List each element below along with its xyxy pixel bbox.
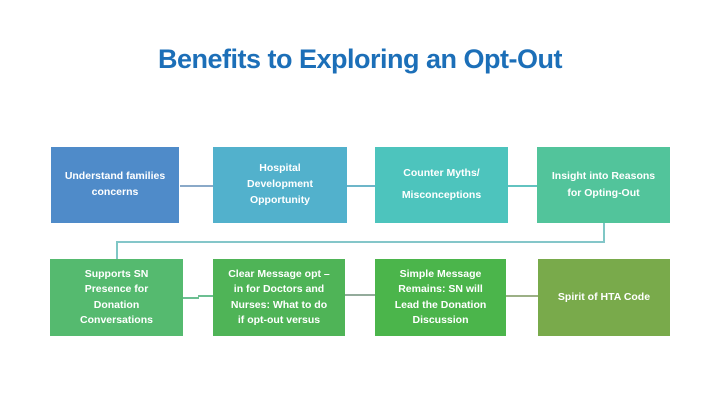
diagram-box-spirit-of-hta-code: Spirit of HTA Code <box>538 259 670 336</box>
connector-line <box>508 185 537 187</box>
connector-line <box>183 297 199 299</box>
diagram-box-insight-into-reasons: Insight into Reasons for Opting-Out <box>537 147 670 223</box>
diagram-box-hospital-development: Hospital Development Opportunity <box>213 147 347 223</box>
connector-line <box>198 295 213 297</box>
box-label: Insight into Reasons for Opting-Out <box>551 169 656 199</box>
box-label: Understand families concerns <box>64 170 166 198</box>
diagram-box-clear-message-opt-in: Clear Message opt – in for Doctors and N… <box>213 259 345 336</box>
connector-line <box>506 295 538 297</box>
connector-elbow-vertical <box>603 223 605 243</box>
connector-line <box>180 185 213 187</box>
box-label: Simple Message Remains: SN will Lead the… <box>394 268 487 326</box>
box-label: Supports SN Presence for Donation Conver… <box>80 268 153 326</box>
diagram-box-understand-families: Understand families concerns <box>51 147 179 223</box>
connector-line <box>347 185 375 187</box>
diagram-box-supports-sn-presence: Supports SN Presence for Donation Conver… <box>50 259 183 336</box>
box-label: Hospital Development Opportunity <box>247 162 313 206</box>
slide-title: Benefits to Exploring an Opt-Out <box>158 44 563 74</box>
box-label: Counter Myths/ Misconceptions <box>401 167 482 201</box>
diagram-box-simple-message-remains: Simple Message Remains: SN will Lead the… <box>375 259 506 336</box>
box-label: Clear Message opt – in for Doctors and N… <box>228 268 330 326</box>
connector-line <box>345 294 375 296</box>
box-label: Spirit of HTA Code <box>557 290 651 303</box>
connector-elbow-vertical <box>116 241 118 259</box>
connector-elbow-horizontal <box>116 241 605 243</box>
diagram-box-counter-myths: Counter Myths/ Misconceptions <box>375 147 508 223</box>
